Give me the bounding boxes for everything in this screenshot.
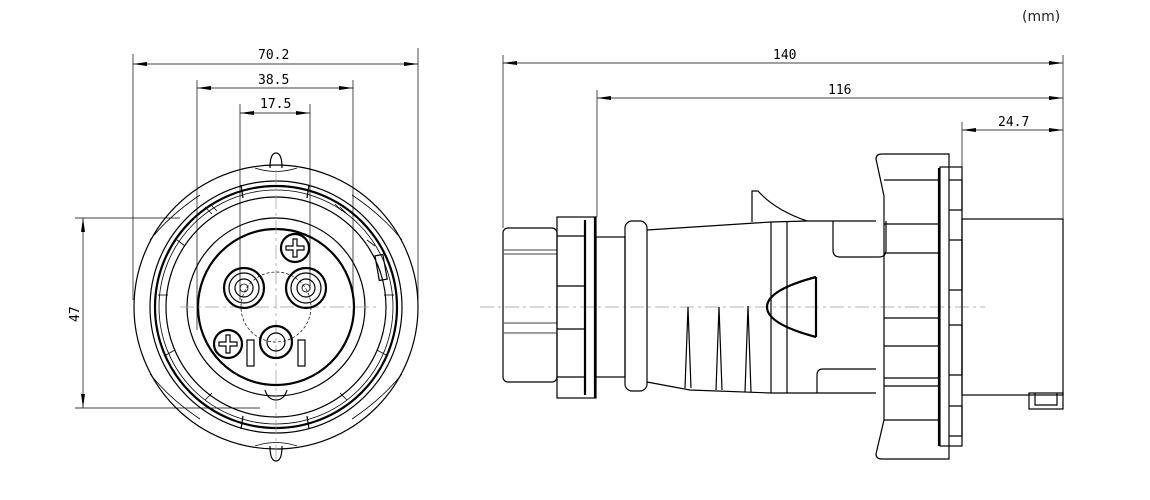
dim-overall-diameter: 70.2 — [258, 48, 289, 63]
latch — [751, 190, 808, 222]
screw-top-icon — [279, 232, 311, 264]
grip-dome — [765, 275, 818, 339]
side-view: 140 116 24.7 — [480, 48, 1064, 460]
dim-pin-spacing: 17.5 — [260, 97, 291, 112]
dim-sleeve-length: 24.7 — [998, 115, 1029, 130]
units-label: (mm) — [1022, 9, 1060, 25]
grip-ribs — [684, 305, 752, 393]
slot-right — [297, 339, 306, 367]
pin-earth — [258, 324, 294, 360]
screw-bottom-icon — [212, 328, 244, 360]
dim-inner-width: 38.5 — [258, 73, 289, 88]
dim-body-length: 116 — [828, 83, 851, 98]
dim-overall-length: 140 — [773, 48, 796, 63]
slot-left — [246, 339, 255, 367]
dim-height: 47 — [68, 306, 83, 322]
pin-right — [284, 266, 328, 310]
front-view: 70.2 38.5 17.5 47 — [68, 48, 419, 462]
pin-left — [222, 266, 266, 310]
